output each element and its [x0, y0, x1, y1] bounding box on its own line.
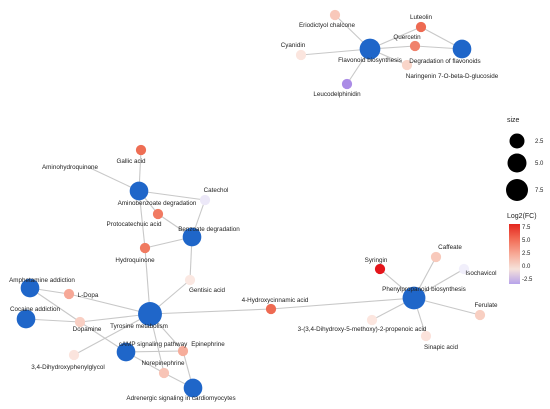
label-ferulate: Ferulate [474, 302, 498, 309]
label-epinephrine: Epinephrine [191, 341, 225, 348]
color-legend-tick: 7.5 [522, 225, 531, 231]
label-catechol: Catechol [204, 187, 229, 194]
node-gallic-acid[interactable] [135, 144, 147, 156]
size-legend-title: size [507, 117, 520, 124]
edge-tyrosine-metabolism-to-3-4-dihydroxyphenylglycol [73, 313, 151, 356]
node-layer [16, 9, 486, 398]
node-flavonoid-biosynthesis[interactable] [359, 38, 381, 60]
color-legend-title: Log2(FC) [507, 213, 537, 220]
node-benzoate-degradation[interactable] [182, 227, 202, 247]
edge-4-hydroxycinnamic-acid-to-phenylpropanoid-biosynthesis [270, 297, 415, 310]
node-protocatechuic-acid[interactable] [152, 208, 164, 220]
edge-amphetamine-addiction-to-dopamine [29, 287, 81, 323]
node-naringenin-7-o-beta-d-glucoside[interactable] [401, 59, 413, 71]
node-isochavicol[interactable] [458, 263, 470, 275]
node-camp-signaling-pathway[interactable] [116, 342, 136, 362]
label-norepinephrine: Norepinephrine [141, 360, 185, 367]
node-leucodelphinidin[interactable] [341, 78, 353, 90]
node-norepinephrine[interactable] [158, 367, 170, 379]
edge-camp-signaling-pathway-to-epinephrine [125, 350, 184, 353]
node-quercetin[interactable] [409, 40, 421, 52]
size-legend-tick: 2.5 [535, 139, 544, 145]
color-legend-tick: -2.5 [522, 277, 533, 283]
label-luteolin: Luteolin [410, 14, 433, 21]
label-cocaine-addiction: Cocaine addiction [10, 306, 61, 313]
label-quercetin: Quercetin [393, 34, 421, 41]
label-protocatechuic-acid: Protocatechuic acid [107, 221, 162, 228]
label-3-4-dihydroxyphenylglycol: 3,4-Dihydroxyphenylglycol [31, 364, 105, 371]
label-4-hydroxycinnamic-acid: 4-Hydroxycinnamic acid [242, 297, 309, 304]
node-luteolin[interactable] [415, 21, 427, 33]
label-hydroquinone: Hydroquinone [115, 257, 155, 264]
label-tyrosine-metabolism: Tyrosine metabolism [110, 323, 168, 330]
label-adrenergic-signaling-in-cardiomyocytes: Adrenergic signaling in cardiomyocytes [126, 395, 235, 402]
label-aminobenzoate-degradation: Aminobenzoate degradation [118, 200, 197, 207]
label-aminohydroquinone: Aminohydroquinone [42, 164, 99, 171]
label-cyanidin: Cyanidin [281, 42, 306, 49]
label-flavonoid-biosynthesis: Flavonoid biosynthesis [338, 57, 402, 64]
size-legend: size 2.5 5.0 7.5 [506, 117, 544, 201]
size-legend-tick: 5.0 [535, 161, 544, 167]
label-dopamine: Dopamine [73, 326, 102, 333]
edge-aminobenzoate-degradation-to-hydroquinone [138, 190, 146, 249]
node-degradation-of-flavonoids[interactable] [452, 39, 472, 59]
color-legend-tick: 0.0 [522, 264, 531, 270]
node-amphetamine-addiction[interactable] [20, 278, 40, 298]
node-dopamine[interactable] [74, 316, 86, 328]
node-sinapic-acid[interactable] [420, 330, 432, 342]
node-catechol[interactable] [199, 194, 211, 206]
label-sinapic-acid: Sinapic acid [424, 344, 458, 351]
edge-aminobenzoate-degradation-to-catechol [138, 190, 206, 201]
node-aminobenzoate-degradation[interactable] [129, 181, 149, 201]
label-caffeate: Caffeate [438, 244, 462, 251]
label-phenylpropanoid-biosynthesis: Phenylpropanoid biosynthesis [382, 286, 466, 293]
color-legend-tick: 5.0 [522, 238, 531, 244]
node-cocaine-addiction[interactable] [16, 309, 36, 329]
label-gentisic-acid: Gentisic acid [189, 287, 226, 294]
node-caffeate[interactable] [430, 251, 442, 263]
label-syringin: Syringin [365, 257, 388, 264]
size-legend-tick: 7.5 [535, 188, 544, 194]
node-adrenergic-signaling-in-cardiomyocytes[interactable] [183, 378, 203, 398]
label-l-dopa: L-Dopa [78, 292, 99, 299]
label-leucodelphinidin: Leucodelphinidin [313, 91, 361, 98]
label-naringenin-7-o-beta-d-glucoside: Naringenin 7-O-beta-D-glucoside [406, 73, 499, 80]
node-eriodictyol-chalcone[interactable] [329, 9, 341, 21]
label-amphetamine-addiction: Amphetamine addiction [9, 277, 75, 284]
node-cyanidin[interactable] [295, 49, 307, 61]
label-gallic-acid: Gallic acid [116, 158, 146, 165]
color-legend: Log2(FC) 7.5 5.0 2.5 0.0 -2.5 [507, 213, 537, 284]
node-phenylpropanoid-biosynthesis[interactable] [402, 286, 426, 310]
node-l-dopa[interactable] [63, 288, 75, 300]
node-3-3-4-dihydroxy-5-methoxy-2-propenoic-acid[interactable] [366, 314, 378, 326]
label-layer: Flavonoid biosynthesis Degradation of fla… [9, 14, 499, 402]
size-legend-dot-large [506, 179, 528, 201]
edge-flavonoid-biosynthesis-to-cyanidin [300, 48, 371, 56]
label-benzoate-degradation: Benzoate degradation [178, 226, 240, 233]
edge-aminohydroquinone-to-aminobenzoate-degradation [87, 166, 140, 192]
size-legend-dot-medium [507, 153, 527, 173]
label-eriodictyol-chalcone: Eriodictyol chalcone [299, 22, 355, 29]
node-gentisic-acid[interactable] [184, 274, 196, 286]
node-hydroquinone[interactable] [139, 242, 151, 254]
edge-tyrosine-metabolism-to-4-hydroxycinnamic-acid [149, 308, 272, 315]
label-isochavicol: Isochavicol [465, 270, 496, 277]
edge-l-dopa-to-tyrosine-metabolism [68, 293, 151, 315]
node-4-hydroxycinnamic-acid[interactable] [265, 303, 277, 315]
label-3-3-4-dihydroxy-5-methoxy-2-propenoic-acid: 3-(3,4-Dihydroxy-5-methoxy)-2-propenoic … [298, 326, 427, 333]
label-camp-signaling-pathway: cAMP signaling pathway [119, 341, 188, 348]
node-ferulate[interactable] [474, 309, 486, 321]
node-epinephrine[interactable] [177, 345, 189, 357]
color-legend-bar [509, 224, 520, 284]
color-legend-tick: 2.5 [522, 251, 531, 257]
node-syringin[interactable] [374, 263, 386, 275]
label-degradation-of-flavonoids: Degradation of flavonoids [409, 58, 480, 65]
node-tyrosine-metabolism[interactable] [138, 302, 162, 326]
size-legend-dot-small [509, 133, 525, 149]
node-3-4-dihydroxyphenylglycol[interactable] [68, 349, 80, 361]
